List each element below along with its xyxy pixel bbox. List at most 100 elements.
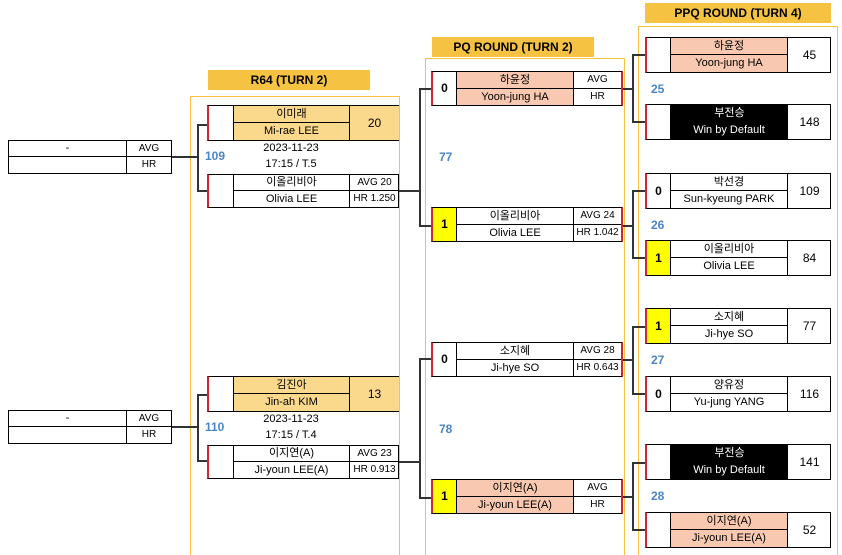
player-korean-name: 이올리비아 — [234, 175, 350, 191]
player-score: 77 — [802, 319, 817, 333]
bracket-line — [632, 190, 645, 192]
r64-bottom-player[interactable]: 이지연(A) Ji-youn LEE(A) AVG 23 HR 0.913 — [207, 445, 399, 479]
seed-cell — [209, 106, 234, 140]
player-korean-name: 부전승 — [671, 105, 788, 122]
r64-top-player[interactable]: 김진아 Jin-ah KIM 13 — [207, 376, 399, 412]
r64-top-player[interactable]: 이미래 Mi-rae LEE 20 — [207, 105, 399, 141]
bracket-line — [419, 497, 431, 499]
seed-cell: 0 — [647, 377, 671, 411]
seed-cell: 0 — [433, 72, 457, 105]
bracket-line — [632, 54, 645, 56]
player-korean-name: 부전승 — [671, 445, 788, 462]
bracket-line — [632, 257, 645, 259]
left-entry[interactable]: - AVG HR — [8, 140, 172, 174]
player-average: AVG 24 — [574, 208, 621, 225]
match-time-table: 17:15 / T.4 — [265, 429, 317, 441]
match-number: 109 — [205, 149, 226, 163]
seed-cell: 0 — [433, 343, 457, 376]
seed-cell — [647, 105, 671, 139]
connector — [623, 359, 632, 361]
player-english-name: Yoon-jung HA — [457, 89, 574, 105]
player-english-name: Olivia LEE — [457, 225, 574, 241]
left-entry-avg: AVG — [127, 411, 171, 427]
bracket-line — [632, 393, 645, 395]
seed-cell: 1 — [647, 309, 671, 343]
match-number: 27 — [651, 353, 665, 367]
player-korean-name: 소지혜 — [671, 309, 788, 326]
r64-bottom-player[interactable]: 이올리비아 Olivia LEE AVG 20 HR 1.250 — [207, 174, 399, 208]
ppq-round-header: PPQ ROUND (TURN 4) — [645, 3, 831, 23]
player-korean-name: 김진아 — [234, 377, 350, 394]
player-score: 84 — [802, 251, 817, 265]
bracket-line — [197, 394, 207, 396]
player-high-run: HR 1.250 — [353, 193, 396, 204]
player-average: AVG 23 — [350, 446, 399, 462]
pq-player[interactable]: 1 이올리비아 Olivia LEE AVG 24 HR 1.042 — [431, 207, 623, 242]
pq-player[interactable]: 0 소지혜 Ji-hye SO AVG 28 HR 0.643 — [431, 342, 623, 377]
left-entry[interactable]: - AVG HR — [8, 410, 172, 444]
pq-player[interactable]: 1 이지연(A) Ji-youn LEE(A) AVG HR — [431, 479, 623, 514]
ppq-player[interactable]: 하윤정 Yoon-jung HA 45 — [645, 37, 831, 73]
player-english-name: Ji-hye SO — [671, 326, 788, 343]
ppq-player[interactable]: 이지연(A) Ji-youn LEE(A) 52 — [645, 512, 831, 548]
player-high-run: HR 0.913 — [353, 464, 396, 475]
ppq-player[interactable]: 1 소지혜 Ji-hye SO 77 — [645, 308, 831, 344]
player-high-run: HR — [590, 91, 605, 102]
match-date: 2023-11-23 — [263, 142, 319, 154]
player-english-name: Ji-youn LEE(A) — [234, 462, 350, 478]
bracket-line — [419, 358, 431, 360]
player-korean-name: 소지혜 — [457, 343, 574, 360]
seed-cell: 0 — [647, 174, 671, 208]
seed-cell: 1 — [433, 208, 457, 241]
player-english-name: Olivia LEE — [671, 258, 788, 275]
player-english-name: Ji-hye SO — [457, 360, 574, 376]
player-english-name: Ji-youn LEE(A) — [671, 530, 788, 547]
bracket-line — [632, 190, 634, 258]
player-english-name: Mi-rae LEE — [234, 123, 350, 140]
player-korean-name: 하윤정 — [671, 38, 788, 55]
player-score: 13 — [350, 377, 399, 411]
connector — [172, 156, 197, 158]
bracket-line — [419, 88, 421, 226]
player-korean-name: 이지연(A) — [234, 446, 350, 462]
connector — [623, 225, 632, 227]
player-english-name: Yoon-jung HA — [671, 55, 788, 72]
seed-cell — [647, 38, 671, 72]
left-entry-hr: HR — [141, 159, 157, 170]
ppq-player[interactable]: 부전승 Win by Default 148 — [645, 104, 831, 140]
player-korean-name: 양유정 — [671, 377, 788, 394]
seed-cell — [647, 445, 671, 479]
player-korean-name: 박선경 — [671, 174, 788, 191]
player-high-run: HR — [590, 499, 605, 510]
bracket-line — [197, 124, 199, 191]
player-korean-name: 하윤정 — [457, 72, 574, 89]
ppq-player[interactable]: 부전승 Win by Default 141 — [645, 444, 831, 480]
match-number: 26 — [651, 218, 665, 232]
seed-cell — [209, 446, 234, 478]
match-date: 2023-11-23 — [263, 413, 319, 425]
player-korean-name: 이올리비아 — [671, 241, 788, 258]
match-number: 77 — [439, 150, 453, 164]
match-number: 25 — [651, 82, 665, 96]
connector — [623, 88, 632, 90]
bracket-line — [632, 326, 634, 394]
pq-round-header: PQ ROUND (TURN 2) — [432, 37, 594, 57]
player-english-name: Ji-youn LEE(A) — [457, 497, 574, 513]
connector — [172, 426, 197, 428]
r64-round-header: R64 (TURN 2) — [208, 70, 370, 90]
player-korean-name: 이올리비아 — [457, 208, 574, 225]
bracket-line — [197, 190, 207, 192]
bracket-line — [197, 124, 207, 126]
player-high-run: HR 0.643 — [576, 362, 619, 373]
ppq-player[interactable]: 0 양유정 Yu-jung YANG 116 — [645, 376, 831, 412]
match-number: 110 — [205, 420, 225, 434]
player-english-name: Olivia LEE — [234, 191, 350, 207]
ppq-player[interactable]: 1 이올리비아 Olivia LEE 84 — [645, 240, 831, 276]
bracket-line — [632, 54, 634, 122]
pq-player[interactable]: 0 하윤정 Yoon-jung HA AVG HR — [431, 71, 623, 106]
left-entry-hr: HR — [141, 429, 157, 440]
player-average: AVG 28 — [574, 343, 621, 360]
bracket-line — [197, 394, 199, 461]
ppq-player[interactable]: 0 박선경 Sun-kyeung PARK 109 — [645, 173, 831, 209]
seed-cell: 1 — [433, 480, 457, 513]
